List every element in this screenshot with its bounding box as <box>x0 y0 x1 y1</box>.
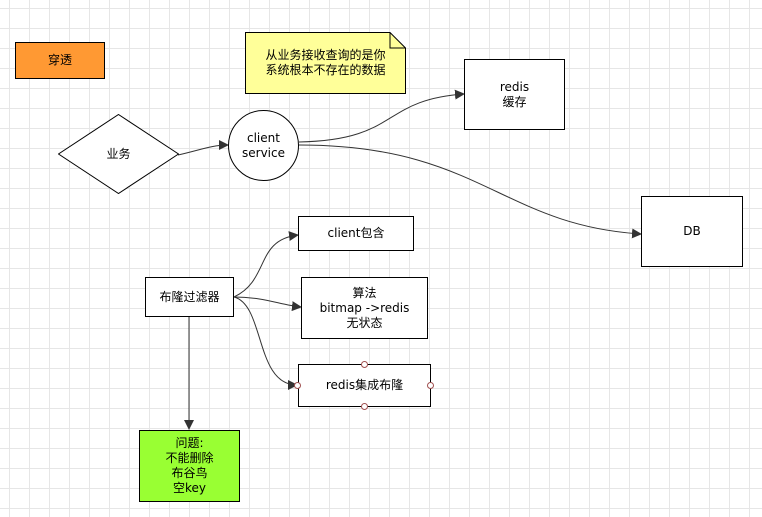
client-service-node[interactable]: client service <box>228 110 299 181</box>
edge-bloom-to-client-contains <box>233 231 299 298</box>
edge-client-to-redis <box>298 89 465 143</box>
redis-bloom-node[interactable]: redis集成布隆 <box>298 364 431 407</box>
issues-node[interactable]: 问题: 不能删除 布谷鸟 空key <box>139 430 240 502</box>
edge-business-to-client <box>177 140 229 156</box>
redis-bloom-handle-right[interactable] <box>427 382 434 389</box>
client-contains-node[interactable]: client包含 <box>298 216 414 251</box>
edge-bloom-to-redis-bloom <box>233 296 298 390</box>
penetration-label-box[interactable]: 穿透 <box>15 42 105 79</box>
redis-bloom-handle-bottom[interactable] <box>361 403 368 410</box>
redis-bloom-handle-top[interactable] <box>361 361 368 368</box>
redis-cache-node[interactable]: redis 缓存 <box>464 59 565 130</box>
redis-bloom-handle-left[interactable] <box>294 382 301 389</box>
redis-bloom-text: redis集成布隆 <box>325 378 404 392</box>
db-node[interactable]: DB <box>641 196 743 267</box>
edge-client-to-db <box>298 144 642 239</box>
note[interactable]: 从业务接收查询的是你 系统根本不存在的数据 <box>245 32 406 94</box>
edge-bloom-to-algorithm <box>233 296 302 312</box>
penetration-text: 穿透 <box>47 53 72 67</box>
business-node[interactable]: 业务 <box>58 114 179 194</box>
algorithm-node[interactable]: 算法 bitmap ->redis 无状态 <box>301 277 428 339</box>
note-shape <box>245 32 406 94</box>
business-diamond <box>58 114 179 194</box>
note-text: 从业务接收查询的是你 系统根本不存在的数据 <box>265 48 386 77</box>
business-text: 业务 <box>106 146 131 161</box>
bloom-filter-node[interactable]: 布隆过滤器 <box>145 277 234 317</box>
